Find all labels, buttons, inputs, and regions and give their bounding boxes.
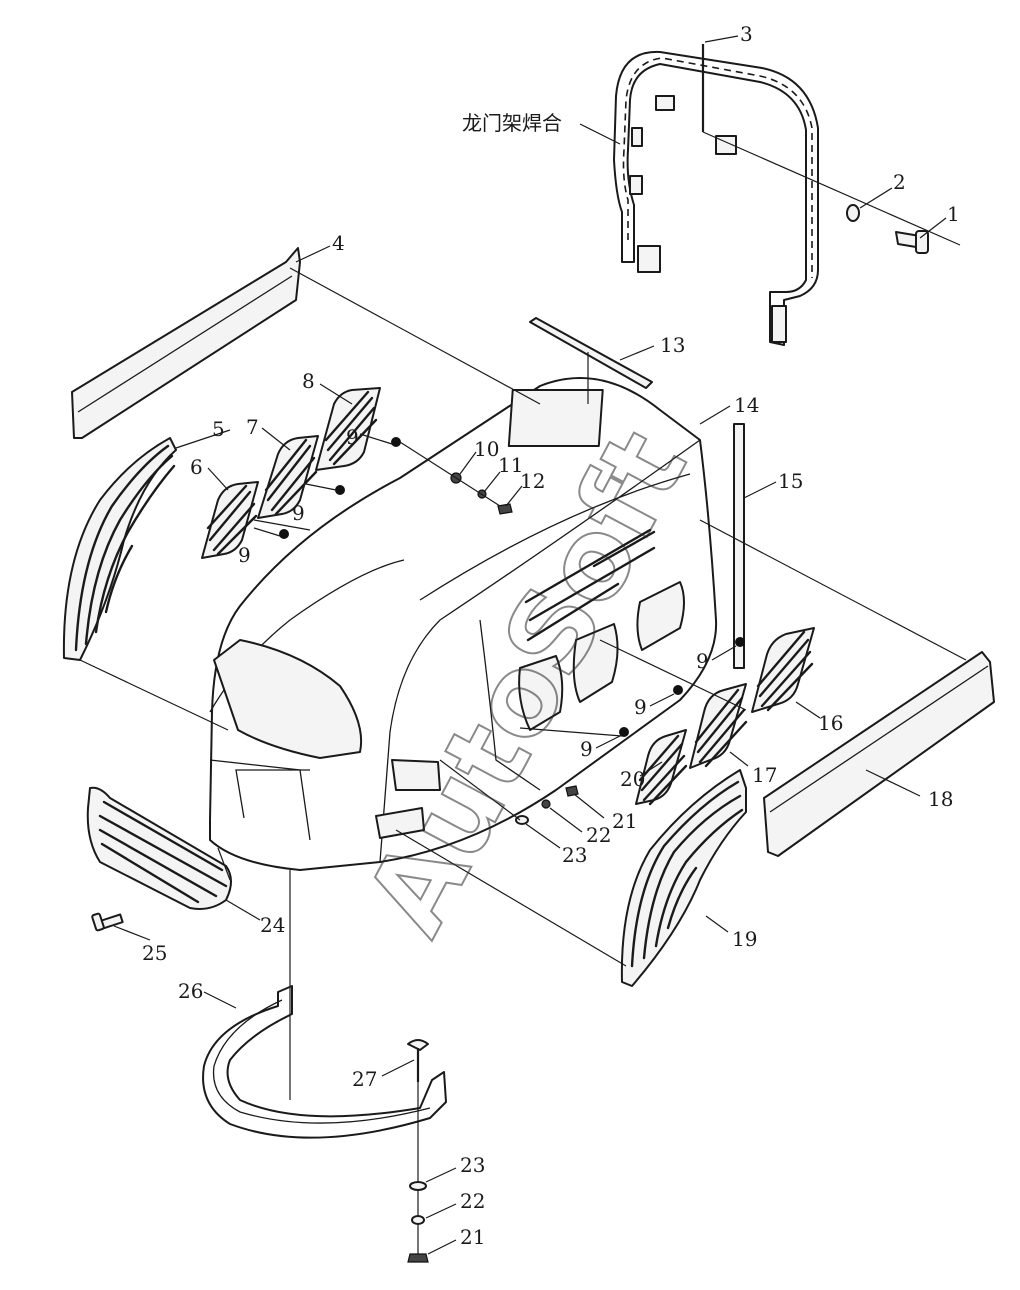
- callout-8: 8: [302, 369, 315, 393]
- nut-21b: [407, 1253, 429, 1263]
- vent-grille-17: [689, 683, 748, 769]
- washer-23b: [409, 1181, 427, 1191]
- nut-9f: [619, 727, 629, 737]
- washer-23: [515, 815, 529, 825]
- bumper-bolt-27: [407, 1039, 429, 1082]
- callout-9e: 9: [634, 695, 647, 719]
- callout-15: 15: [778, 469, 803, 493]
- side-plate-18: [763, 651, 995, 857]
- nut-9d: [735, 637, 745, 647]
- frame-bolt-1: [895, 230, 929, 254]
- callout-24: 24: [260, 913, 285, 937]
- gantry-frame-label: 龙门架焊合: [462, 111, 562, 135]
- callout-23: 23: [562, 843, 587, 867]
- callout-26: 26: [178, 979, 203, 1003]
- callout-21b: 21: [460, 1225, 485, 1249]
- frame-washer-2: [846, 204, 860, 222]
- vent-grille-6: [201, 481, 259, 559]
- callout-9d: 9: [696, 649, 709, 673]
- callout-25: 25: [142, 941, 167, 965]
- callout-27: 27: [352, 1067, 377, 1091]
- callout-9f: 9: [580, 737, 593, 761]
- gantry-frame: [613, 50, 819, 346]
- callout-labels: 1 2 3 4 5 6 7 8 9 9 9 10 11 12 13 14 15 …: [142, 22, 960, 1249]
- callout-7: 7: [246, 415, 259, 439]
- callout-2: 2: [893, 170, 906, 194]
- callout-22b: 22: [460, 1189, 485, 1213]
- vent-grille-16: [751, 627, 815, 713]
- washer-22: [541, 799, 551, 809]
- nut-9e: [673, 685, 683, 695]
- callout-4: 4: [332, 231, 345, 255]
- top-rear-plate-4: [71, 247, 301, 439]
- washer-22b: [411, 1215, 425, 1225]
- callout-6: 6: [190, 455, 203, 479]
- callout-16: 16: [818, 711, 843, 735]
- nut-9b: [335, 485, 345, 495]
- callout-17: 17: [752, 763, 777, 787]
- callout-leaders: [113, 35, 947, 1255]
- callout-21: 21: [612, 809, 637, 833]
- callout-9b: 9: [292, 501, 305, 525]
- assembly-lines: [79, 267, 967, 1100]
- callout-14: 14: [734, 393, 759, 417]
- vent-grille-7: [257, 435, 319, 519]
- bumper-26: [202, 985, 447, 1139]
- callout-22: 22: [586, 823, 611, 847]
- nut-12: [497, 503, 513, 515]
- nut-9c: [279, 529, 289, 539]
- callout-3: 3: [740, 22, 753, 46]
- callout-9a: 9: [346, 425, 359, 449]
- nut-9a: [391, 437, 401, 447]
- callout-5: 5: [212, 417, 225, 441]
- curved-grille-5: [62, 437, 177, 661]
- vent-grille-8: [315, 387, 381, 471]
- callout-20: 20: [620, 767, 645, 791]
- side-post-15: [733, 423, 745, 669]
- callout-19: 19: [732, 927, 757, 951]
- front-bolt-25: [91, 912, 124, 932]
- callout-1: 1: [947, 202, 960, 226]
- callout-11: 11: [498, 453, 523, 477]
- top-strip-13: [529, 317, 653, 389]
- callout-23b: 23: [460, 1153, 485, 1177]
- callout-12: 12: [520, 469, 545, 493]
- callout-18: 18: [928, 787, 953, 811]
- canopy-shell-14: [209, 377, 718, 871]
- callout-13: 13: [660, 333, 685, 357]
- curved-grille-19: [620, 769, 747, 987]
- nut-21: [565, 785, 579, 797]
- callout-9c: 9: [238, 543, 251, 567]
- front-grille-24: [86, 786, 232, 910]
- callout-10: 10: [474, 437, 499, 461]
